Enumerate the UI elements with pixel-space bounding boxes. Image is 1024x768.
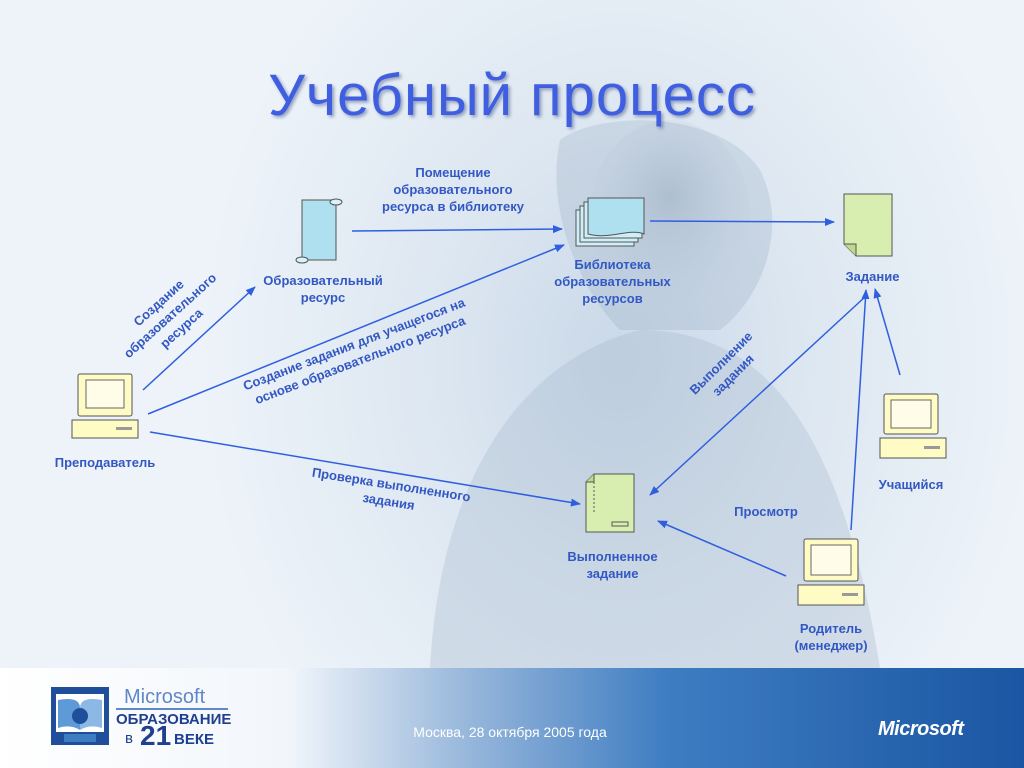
slide-title: Учебный процесс [268, 63, 756, 128]
background-figure-silhouette [430, 120, 880, 668]
parent-computer-icon [796, 537, 868, 614]
microsoft-logo: Microsoft [878, 718, 964, 740]
arrow-teacher-to-library [147, 244, 565, 415]
edu-logo-21: 21 [140, 720, 172, 751]
resource-label-line2: ресурс [300, 290, 346, 305]
student-computer-icon [878, 392, 950, 467]
resource-label: Образовательный ресурс [238, 272, 408, 306]
arrow-library-to-assignment [649, 217, 835, 226]
arrow-parent-to-assignment [850, 289, 870, 531]
teacher-computer-icon [70, 372, 142, 447]
edu-logo-veke: ВЕКЕ [174, 731, 214, 748]
completed-label-line1: Выполненное [567, 549, 658, 564]
edu-logo-v: в [125, 730, 133, 747]
edu-logo-microsoft: Microsoft [124, 686, 206, 708]
background-photo [430, 120, 880, 668]
arrow-resource-to-library [351, 225, 563, 234]
put-library-line1: Помещение [415, 165, 491, 180]
library-label: Библиотека образовательных ресурсов [530, 256, 695, 307]
library-label-line1: Библиотека [574, 257, 651, 272]
assignment-label: Задание [845, 269, 900, 284]
arrow-assignment-to-completed [649, 295, 867, 496]
completed-document-icon [584, 472, 638, 541]
library-label-line2: образовательных [554, 274, 671, 289]
arrow-teacher-to-resource [142, 286, 256, 391]
library-label-line3: ресурсов [582, 291, 643, 306]
arrow-teacher-to-completed [149, 431, 581, 507]
edu-logo-divider [116, 708, 228, 710]
parent-label-line2: (менеджер) [794, 638, 868, 653]
assignment-document-icon [842, 192, 896, 265]
completed-label-line2: задание [586, 566, 639, 581]
footer-date: Москва, 28 октября 2005 года [413, 724, 607, 740]
education-logo-icon [50, 686, 110, 753]
scroll-icon [294, 196, 346, 271]
teacher-label: Преподаватель [54, 455, 156, 470]
footer-bar: Москва, 28 октября 2005 года Microsoft [0, 668, 1024, 768]
parent-label-line1: Родитель [799, 621, 863, 636]
parent-label: Родитель (менеджер) [775, 620, 887, 654]
edu-logo-obrazovanie: ОБРАЗОВАНИЕ [116, 711, 232, 728]
resource-label-line1: Образовательный [263, 273, 383, 288]
library-documents-icon [574, 196, 648, 257]
put-library-edge-label: Помещение образовательного ресурса в биб… [360, 164, 546, 215]
student-label: Учащийся [878, 477, 944, 492]
process-arrows [142, 217, 901, 577]
completed-label: Выполненное задание [540, 548, 685, 582]
put-library-line2: образовательного [393, 182, 513, 197]
put-library-line3: ресурса в библиотеку [382, 199, 524, 214]
view-edge-label: Просмотр [734, 504, 798, 519]
arrow-student-to-assignment [873, 288, 901, 376]
arrow-parent-to-completed [657, 520, 787, 577]
